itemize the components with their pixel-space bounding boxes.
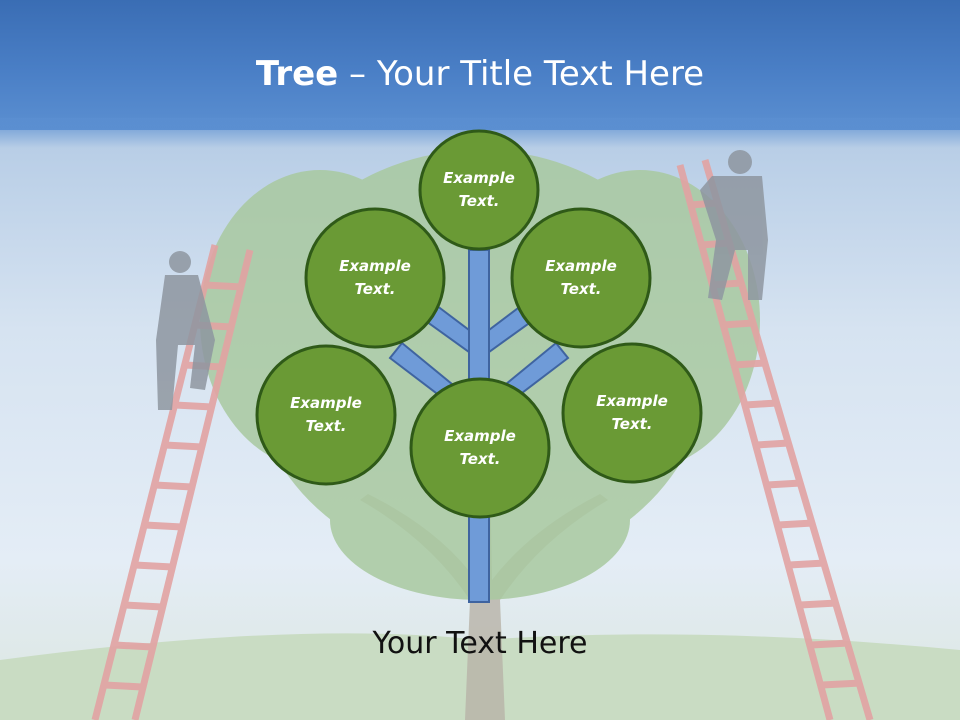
node-lower-left[interactable] — [255, 344, 397, 486]
node-lower-right[interactable] — [561, 342, 703, 484]
climber-right — [700, 150, 768, 300]
slide-caption[interactable]: Your Text Here — [372, 626, 588, 661]
node-center[interactable] — [409, 377, 551, 519]
slide-title-bold: Tree — [255, 54, 339, 94]
node-top[interactable] — [418, 129, 540, 251]
node-upper-right[interactable] — [510, 207, 652, 349]
slide-title-rest: – Your Title Text Here — [338, 54, 705, 94]
title-bar — [0, 0, 960, 130]
climber-left — [156, 251, 215, 410]
slide-title[interactable]: Tree – Your Title Text Here — [0, 52, 960, 96]
nodes — [255, 129, 703, 519]
node-upper-left[interactable] — [304, 207, 446, 349]
